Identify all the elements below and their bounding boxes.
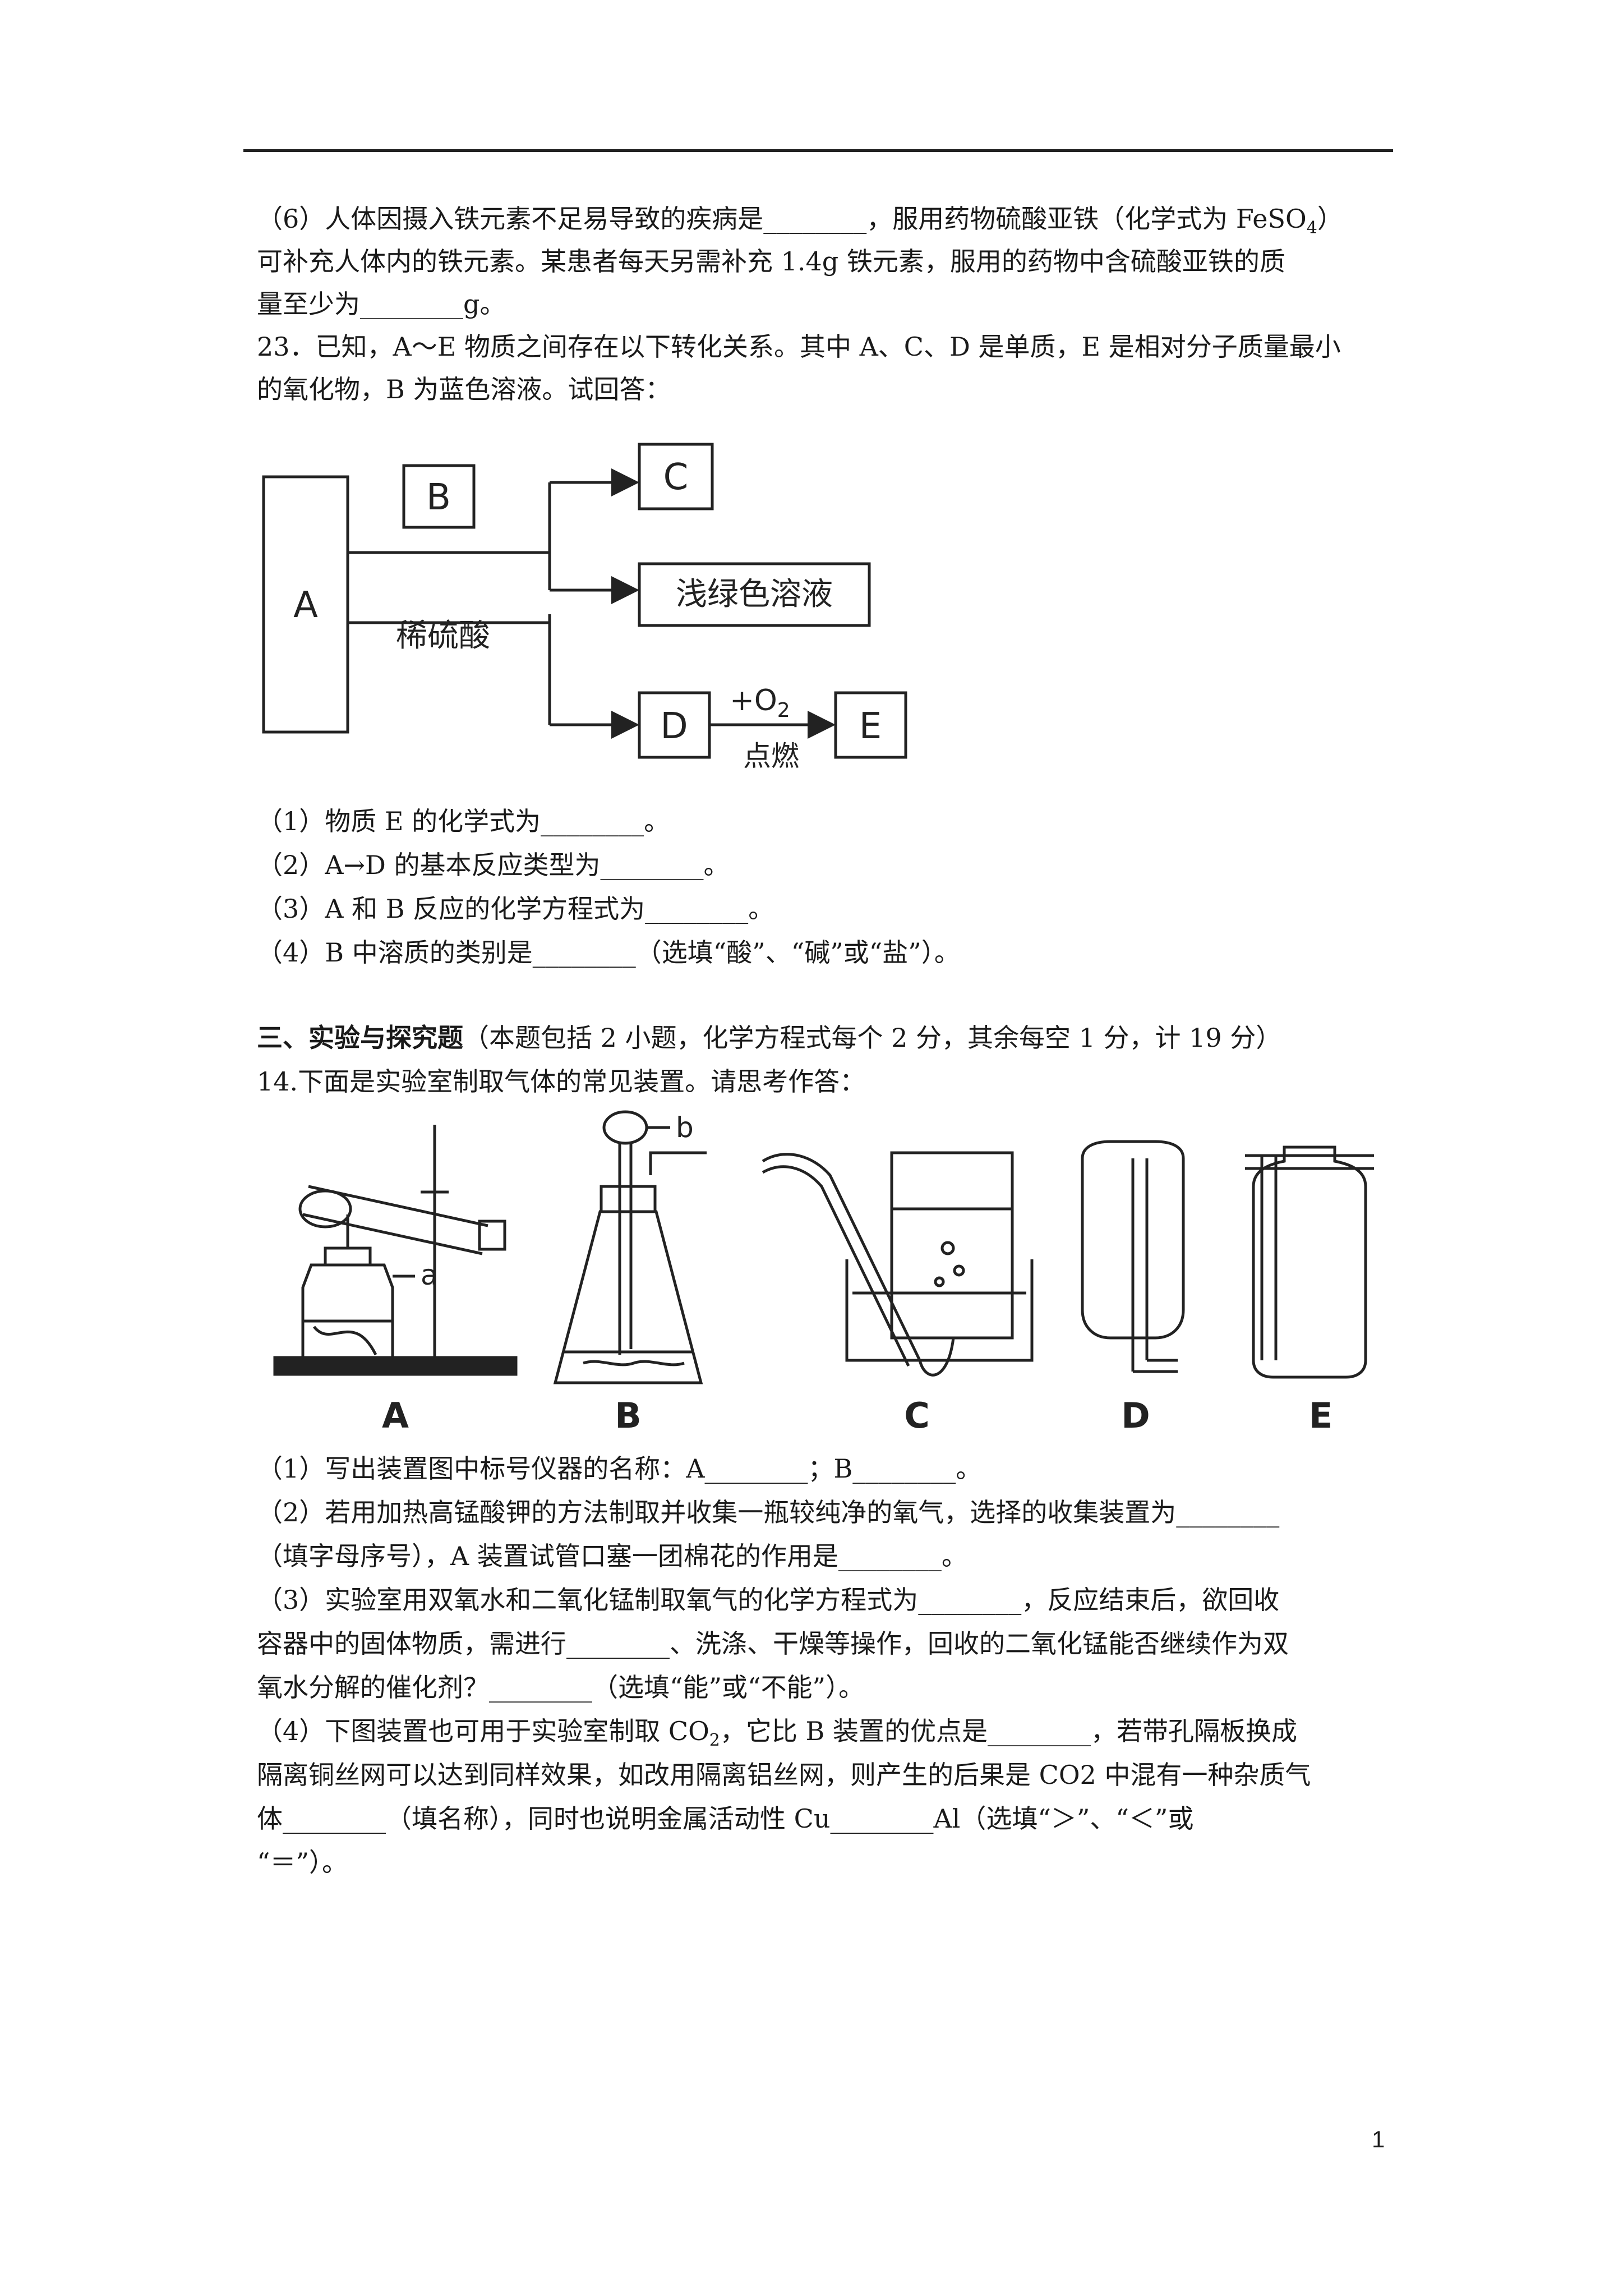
label-green-solution: 浅绿色溶液 [676, 576, 833, 613]
q14-part2-line1: （2）若用加热高锰酸钾的方法制取并收集一瓶较纯净的氧气，选择的收集装置为____… [257, 1497, 1280, 1527]
q23-line2: 的氧化物，B 为蓝色溶液。试回答： [257, 374, 671, 404]
apparatus-d [1081, 1140, 1185, 1373]
q14-part3-line2: 容器中的固体物质，需进行________、洗涤、干燥等操作，回收的二氧化锰能否继… [257, 1628, 1289, 1659]
label-e: E [859, 706, 882, 747]
apparatus-label-d: D [1121, 1395, 1150, 1436]
q23-sub1: （1）物质 E 的化学式为________。 [257, 806, 670, 836]
q14-part4-line2: 隔离铜丝网可以达到同样效果，如改用隔离铝丝网，则产生的后果是 CO2 中混有一种… [257, 1760, 1311, 1790]
label-ignite: 点燃 [743, 740, 799, 772]
q22-6-line1: （6）人体因摄入铁元素不足易导致的疾病是________，服用药物硫酸亚铁（化学… [257, 204, 1343, 238]
apparatus-label-b: B [615, 1395, 641, 1436]
label-dilute-sulfuric-acid: 稀硫酸 [396, 618, 490, 654]
q23-sub4: （4）B 中溶质的类别是________（选填“酸”、“碱”或“盐”）。 [257, 937, 960, 968]
q14-part2-line2: （填字母序号），A 装置试管口塞一团棉花的作用是________。 [257, 1541, 967, 1571]
apparatus-figure: A B C D E a b [273, 1110, 1374, 1436]
section3-heading: 三、实验与探究题（本题包括 2 小题，化学方程式每个 2 分，其余每空 1 分，… [257, 1023, 1282, 1053]
label-b: B [426, 477, 451, 518]
box-e [834, 691, 907, 759]
instrument-label-a: a [421, 1259, 438, 1291]
apparatus-b [553, 1110, 707, 1384]
apparatus-e [1245, 1145, 1374, 1379]
q14-part3-line3: 氧水分解的催化剂？________（选填“能”或“不能”）。 [257, 1672, 865, 1703]
conversion-diagram: A B C D E 稀硫酸 浅绿色溶液 +O2 点燃 [262, 443, 907, 772]
q14-part4-line1: （4）下图装置也可用于实验室制取 CO2，它比 B 装置的优点是________… [257, 1716, 1297, 1751]
q23-sub3: （3）A 和 B 反应的化学方程式为________。 [257, 894, 774, 924]
header-rule [243, 149, 1393, 152]
q14-intro: 14.下面是实验室制取气体的常见装置。请思考作答： [257, 1066, 866, 1097]
box-c [638, 443, 714, 510]
apparatus-label-c: C [904, 1395, 930, 1436]
box-a [262, 475, 349, 734]
page-number: 1 [1372, 2126, 1385, 2152]
apparatus-c [762, 1151, 1034, 1377]
label-d: D [660, 706, 688, 747]
box-b [402, 464, 476, 529]
q23-sub2: （2）A→D 的基本反应类型为________。 [257, 850, 730, 880]
q14-part4-line4: “＝”）。 [257, 1847, 348, 1878]
q23-line1: 23．已知，A～E 物质之间存在以下转化关系。其中 A、C、D 是单质，E 是相… [257, 332, 1341, 362]
q22-6-line3: 量至少为________g。 [257, 289, 506, 319]
q22-6-line2: 可补充人体内的铁元素。某患者每天另需补充 1.4g 铁元素，服用的药物中含硫酸亚… [257, 246, 1285, 277]
box-green-solution [638, 562, 871, 627]
label-c: C [663, 457, 689, 498]
label-plus-o2: +O2 [730, 684, 790, 722]
q14-part3-line1: （3）实验室用双氧水和二氧化锰制取氧气的化学方程式为________，反应结束后… [257, 1585, 1280, 1615]
instrument-label-b: b [676, 1111, 694, 1144]
apparatus-a [273, 1125, 518, 1376]
label-a: A [293, 585, 318, 626]
q14-part1: （1）写出装置图中标号仪器的名称：A________；B________。 [257, 1453, 982, 1484]
apparatus-label-e: E [1309, 1395, 1332, 1436]
apparatus-label-a: A [382, 1395, 409, 1436]
q14-part4-line3: 体________（填名称），同时也说明金属活动性 Cu________Al（选… [257, 1803, 1194, 1834]
